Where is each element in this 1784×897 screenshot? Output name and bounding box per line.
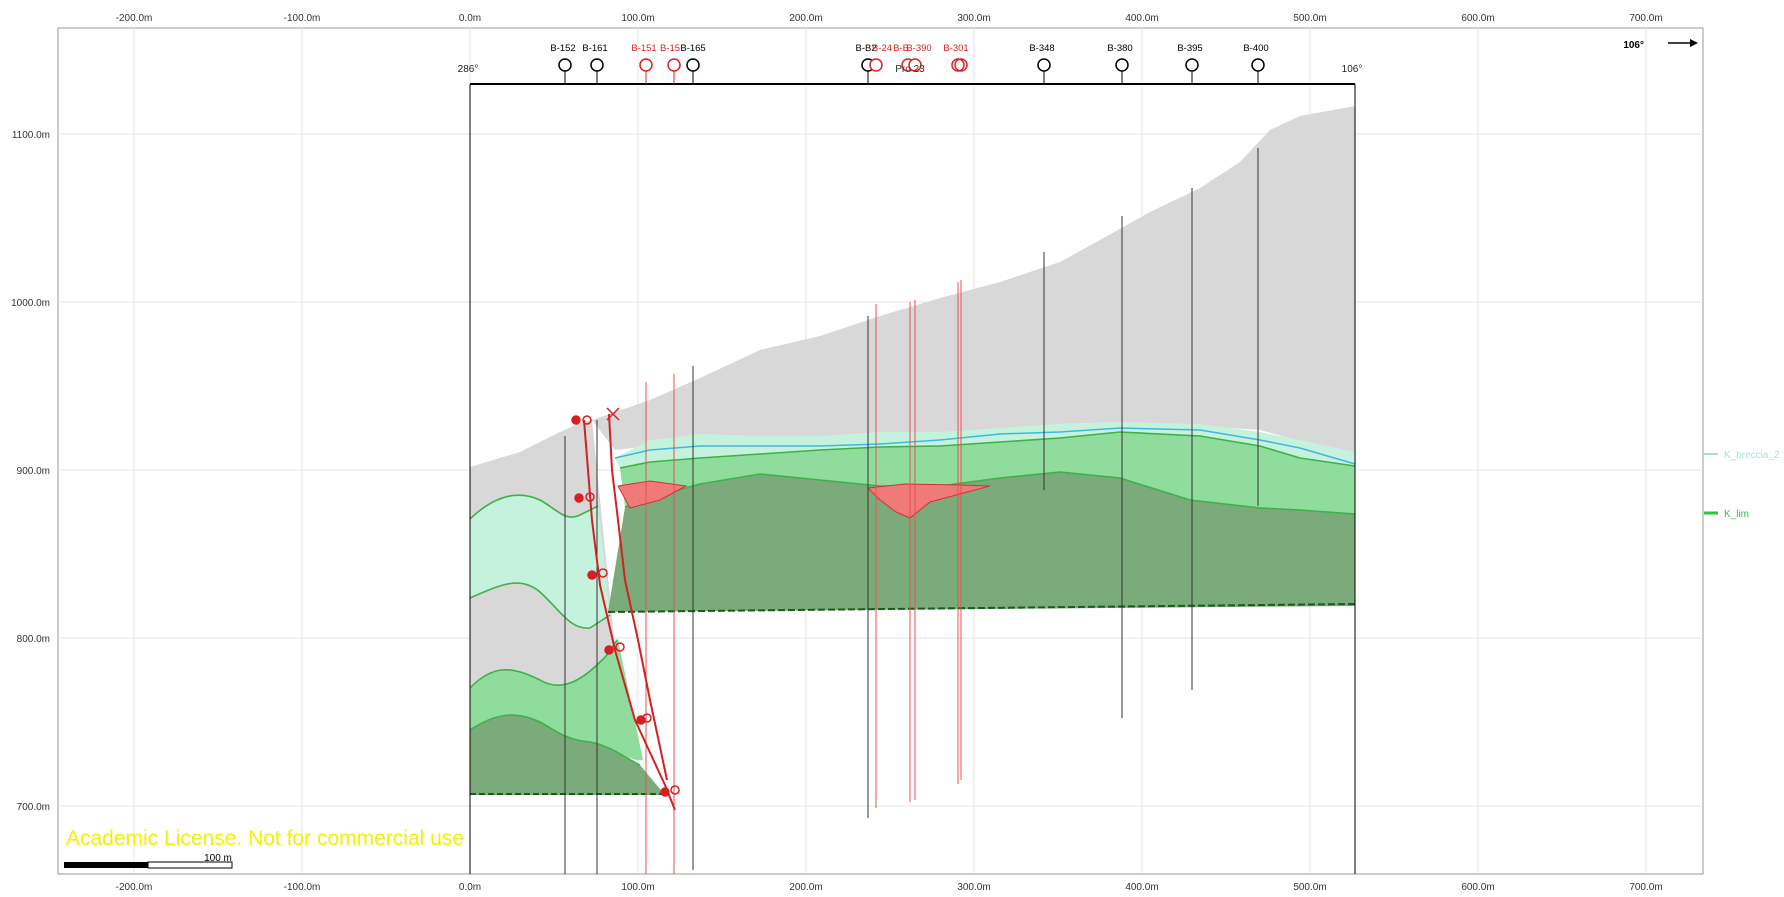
borehole-label: B-390 [906,43,931,54]
borehole-marker[interactable]: B-165 [680,43,706,84]
top-tick: 200.0m [789,13,822,24]
overburden-right [592,106,1355,456]
breccia-right [615,422,1355,468]
left-tick: 800.0m [17,634,50,645]
borehole-label: B-15 [660,43,680,54]
profile-name-label: Pro 23 [895,64,925,75]
fault-markers [571,407,680,797]
borehole-traces [564,148,1259,874]
license-watermark: Academic License. Not for commercial use [66,827,464,850]
borehole-label: B-165 [680,43,705,54]
direction-label: 106° [1623,40,1644,51]
bottom-tick: -100.0m [284,882,321,893]
bottom-tick: 0.0m [459,882,481,893]
left-axis: 1100.0m 1000.0m 900.0m 800.0m 700.0m [11,130,50,813]
legend-breccia-label: K_breccia_2 [1724,450,1780,461]
borehole-label: B-B2 [855,43,876,54]
borehole-label: B-24 [872,43,892,54]
borehole-label: B-400 [1243,43,1268,54]
borehole-label: B-380 [1107,43,1132,54]
top-tick: -100.0m [284,13,321,24]
limestone-right [608,472,1355,612]
horizon-lines-left [469,494,641,766]
breccia-left [470,495,610,629]
bottom-tick: 600.0m [1461,882,1494,893]
top-tick: 600.0m [1461,13,1494,24]
red-lens-left[interactable] [617,480,688,509]
scale-bar: 100 m [64,853,233,869]
layer-legend[interactable]: K_breccia_2 K_lim [1704,450,1780,520]
borehole-marker[interactable]: B-15 [660,43,681,84]
right-azimuth-label: 106° [1342,64,1363,75]
borehole-label: B-348 [1029,43,1054,54]
borehole-label: B-301 [943,43,968,54]
borehole-marker[interactable]: B-400 [1243,43,1269,84]
top-tick: 700.0m [1629,13,1662,24]
borehole-marker[interactable]: B-348 [1029,43,1055,84]
top-tick: 300.0m [957,13,990,24]
bottom-tick: 100.0m [621,882,654,893]
legend-lim-label: K_lim [1724,509,1749,520]
footwall-block[interactable] [469,420,665,795]
top-axis: -200.0m -100.0m 0.0m 100.0m 200.0m 300.0… [116,13,1663,24]
borehole-marker[interactable]: B-151 [631,43,657,84]
borehole-marker[interactable]: B-301 [943,43,969,72]
fault-traces[interactable] [583,413,676,811]
left-tick: 900.0m [17,466,50,477]
borehole-marker[interactable]: B-395 [1177,43,1203,84]
water-table-line [614,427,1356,465]
borehole-collars[interactable]: B-152 B-161 B-151 B-15 B-165 B-B2 B-24 B… [550,43,1269,84]
top-tick: 500.0m [1293,13,1326,24]
borehole-label: B-B [893,43,909,54]
borehole-label: B-161 [582,43,607,54]
vertical-gridlines [133,28,1647,874]
bottom-axis: -200.0m -100.0m 0.0m 100.0m 200.0m 300.0… [116,882,1663,893]
borehole-marker[interactable]: B-161 [582,43,608,84]
top-tick: 100.0m [621,13,654,24]
horizon-lines-right [619,431,1356,515]
bottom-tick: 200.0m [789,882,822,893]
bottom-tick: 400.0m [1125,882,1158,893]
bottom-tick: 500.0m [1293,882,1326,893]
borehole-marker[interactable]: B-390 [906,43,932,72]
red-lens-right[interactable] [866,483,991,519]
top-tick: -200.0m [116,13,153,24]
hangingwall-block[interactable] [592,106,1356,613]
borehole-label: B-151 [631,43,656,54]
borehole-label: B-395 [1177,43,1202,54]
borehole-label: B-152 [550,43,575,54]
borehole-marker[interactable]: B-380 [1107,43,1133,84]
upper-band-left [470,640,643,761]
left-tick: 1000.0m [11,298,50,309]
left-azimuth-label: 286° [458,64,479,75]
left-tick: 700.0m [17,802,50,813]
borehole-marker[interactable]: B-24 [869,43,892,72]
scale-bar-label: 100 m [204,853,232,864]
section-boundary [469,83,1356,874]
limestone-left [470,715,665,795]
bottom-tick: 700.0m [1629,882,1662,893]
base-contact-right [607,603,1356,613]
direction-arrow-icon [1668,39,1698,47]
left-tick: 1100.0m [12,130,50,141]
bottom-tick: 300.0m [957,882,990,893]
borehole-marker[interactable]: B-152 [550,43,576,84]
top-tick: 0.0m [459,13,481,24]
top-tick: 400.0m [1125,13,1158,24]
bottom-tick: -200.0m [116,882,153,893]
